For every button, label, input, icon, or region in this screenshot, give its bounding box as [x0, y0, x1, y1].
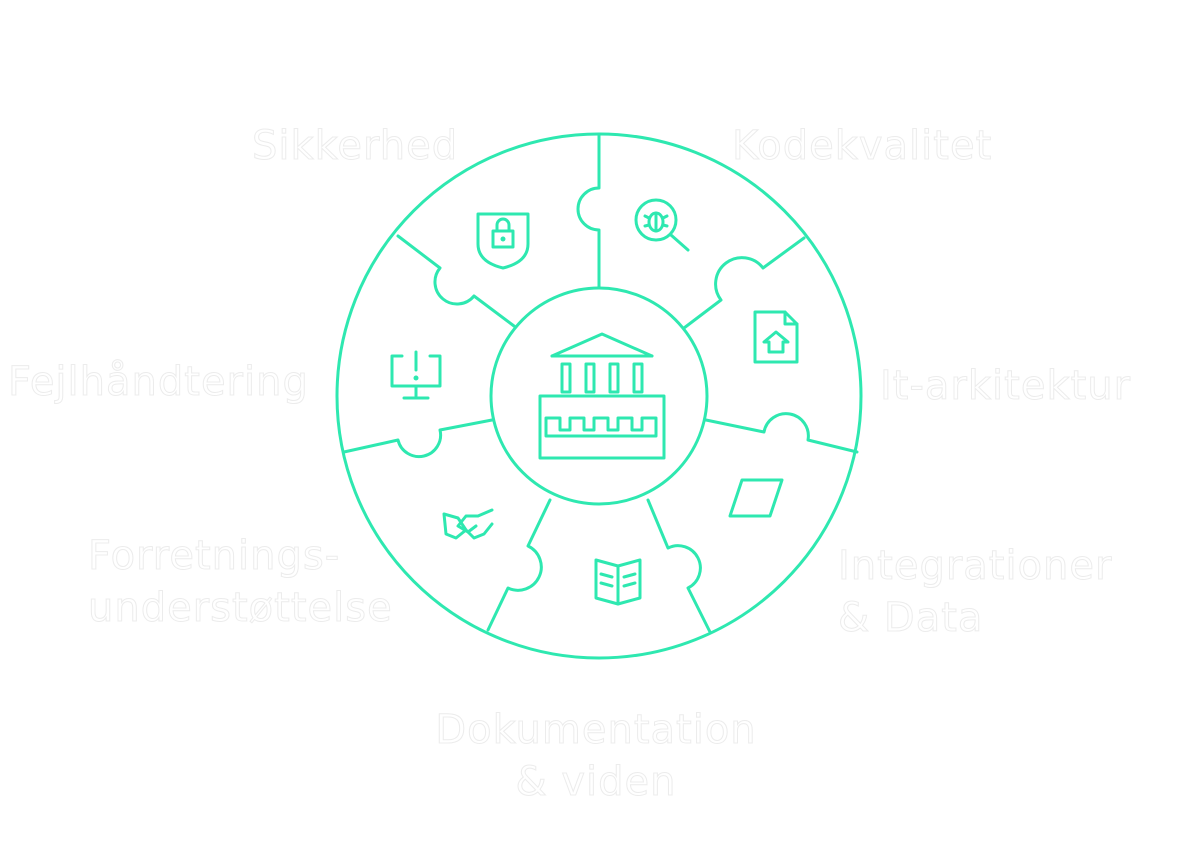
- shield-lock-icon: [476, 212, 530, 270]
- label-it-arkitektur: It-arkitektur: [879, 363, 1132, 410]
- open-book-icon: [594, 558, 642, 606]
- monitor-alert-icon: [390, 350, 442, 400]
- label-dokumentation-viden: Dokumentation & viden: [435, 707, 757, 806]
- segment-dividers: [342, 132, 859, 634]
- bug-search-icon: [634, 198, 690, 252]
- handshake-icon: [442, 508, 494, 540]
- label-fejlhandtering: Fejlhåndtering: [8, 359, 309, 406]
- label-integrationer-data: Integrationer & Data: [837, 543, 1113, 642]
- label-sikkerhed: Sikkerhed: [251, 123, 459, 170]
- parallelogram-icon: [728, 478, 784, 518]
- parthenon-icon: [538, 332, 666, 460]
- label-kodekvalitet: Kodekvalitet: [731, 123, 993, 170]
- label-forretningsunderstottelse: Forretnings- understøttelse: [88, 533, 393, 632]
- document-house-icon: [753, 310, 799, 364]
